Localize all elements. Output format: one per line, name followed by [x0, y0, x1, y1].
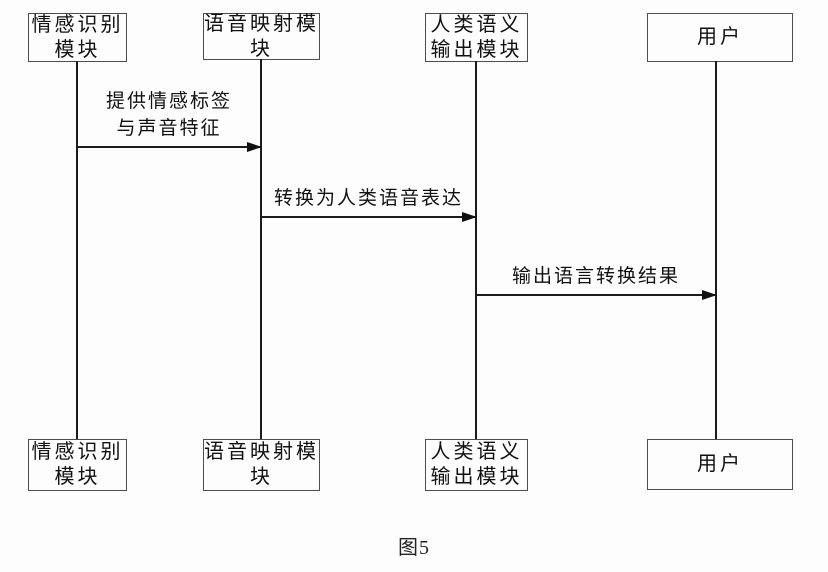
- message-label: 提供情感标签 与声音特征: [105, 91, 232, 139]
- message-label: 输出语言转换结果: [511, 266, 680, 287]
- figure-caption: 图5: [398, 537, 430, 559]
- arrowhead-right-icon: [702, 290, 717, 300]
- arrowhead-right-icon: [462, 212, 477, 222]
- lifeline-user: [715, 61, 717, 440]
- lifeline-human-semantic-output: [475, 61, 477, 440]
- actor-box-bottom-emotion-recognition: 情感识别 模块: [28, 439, 127, 491]
- actor-box-top-user: 用户: [647, 13, 793, 62]
- arrowhead-right-icon: [247, 142, 262, 152]
- message-convert-to-human-speech: 转换为人类语音表达: [261, 188, 477, 222]
- message-provide-emotion-tags: 提供情感标签 与声音特征: [77, 91, 262, 152]
- actor-box-top-human-semantic-output: 人类语义 输出模块: [425, 13, 528, 62]
- message-line: [476, 294, 716, 296]
- message-output-conversion-result: 输出语言转换结果: [476, 266, 717, 300]
- lifeline-emotion-recognition: [76, 61, 78, 440]
- actor-box-bottom-human-semantic-output: 人类语义 输出模块: [425, 439, 528, 491]
- actor-box-top-speech-mapping: 语音映射模 块: [203, 12, 320, 60]
- actor-box-bottom-user: 用户: [647, 439, 793, 490]
- lifeline-speech-mapping: [260, 59, 262, 440]
- message-label: 转换为人类语音表达: [273, 188, 463, 209]
- actor-box-bottom-speech-mapping: 语音映射模 块: [203, 439, 320, 491]
- actor-box-top-emotion-recognition: 情感识别 模块: [28, 13, 127, 62]
- message-line: [77, 146, 261, 148]
- message-line: [261, 216, 476, 218]
